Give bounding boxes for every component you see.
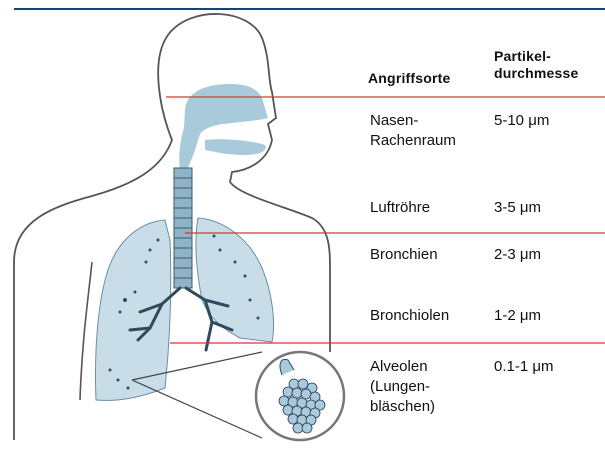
site-nasopharynx: Nasen- Rachenraum [370,111,456,151]
arm-outline [80,262,92,400]
header-site: Angriffsorte [368,70,451,87]
header-size: Partikel- durchmesse [494,48,605,82]
site-bronchi: Bronchien [370,245,438,265]
trachea [174,168,192,288]
size-nasopharynx: 5-10 μm [494,111,549,131]
size-alveoli: 0.1-1 μm [494,357,554,377]
size-bronchi: 2-3 μm [494,245,541,265]
size-trachea: 3-5 μm [494,198,541,218]
mouth-cavity [205,139,266,155]
site-bronchioles: Bronchiolen [370,306,449,326]
left-lung [196,218,274,342]
site-alveoli: Alveolen (Lungen- bläschen) [370,357,435,417]
size-bronchioles: 1-2 μm [494,306,541,326]
site-trachea: Luftröhre [370,198,430,218]
